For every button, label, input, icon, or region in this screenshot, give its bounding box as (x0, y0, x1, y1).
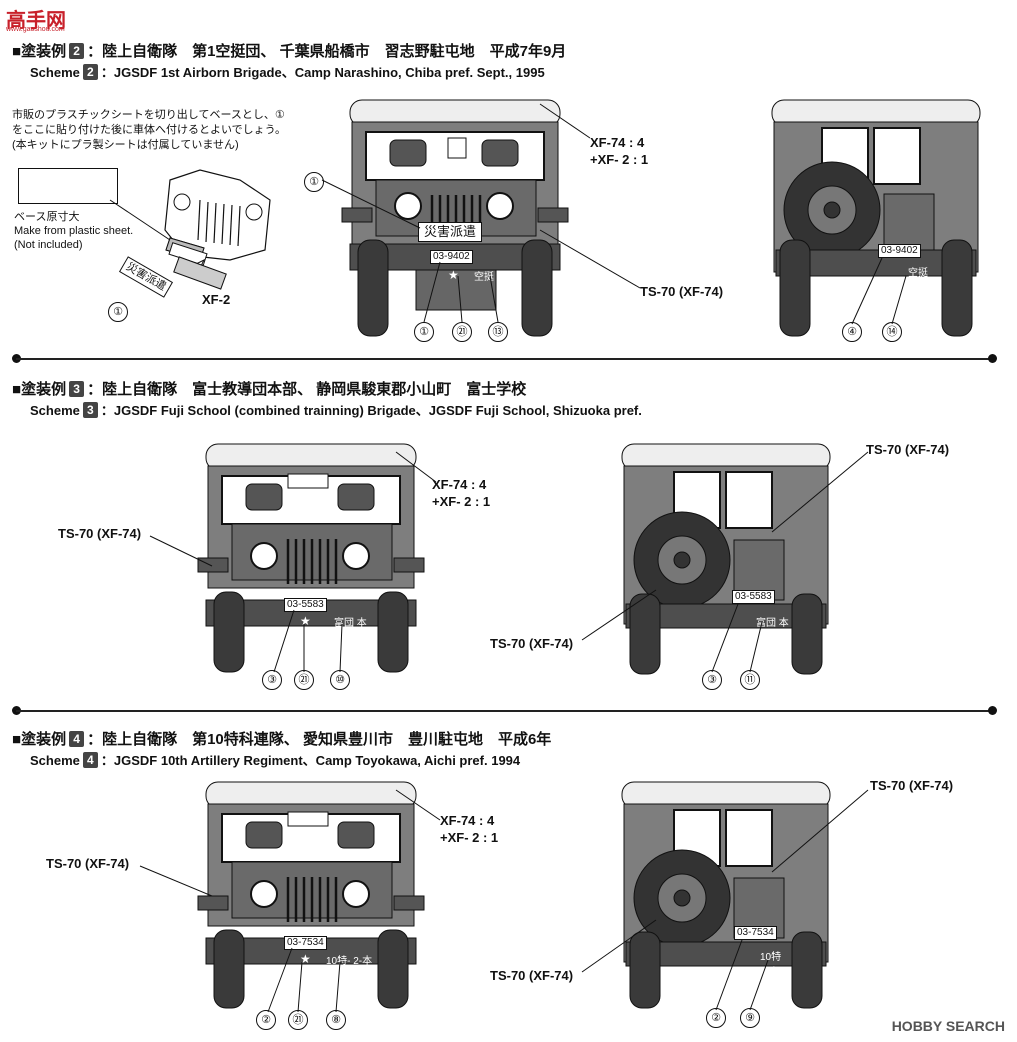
scheme-3-rear-view (621, 443, 831, 675)
scheme-2-rear-view (771, 99, 981, 337)
s2-front-sign: 災害派遣 (418, 222, 483, 242)
s4-star-icon: ★ (300, 952, 311, 966)
s2-callout-4-front: ① (414, 322, 434, 342)
s3-ts70-rear-bottom: TS-70 (XF-74) (490, 636, 574, 651)
s4-ts70-rear-bottom: TS-70 (XF-74) (490, 968, 574, 983)
s2-callout-4-rear: ④ (842, 322, 862, 342)
site-logo-url: www.gaoshou.com (6, 26, 65, 33)
s4-callout-9: ⑨ (740, 1008, 760, 1028)
s4-color-callout: XF-74 : 4+XF- 2 : 1 (440, 813, 499, 845)
separator-dot (988, 706, 997, 715)
s4-unit-rear: 10特 2-本 (760, 952, 782, 978)
s2-callout-21: ㉑ (452, 322, 472, 342)
s3-front-plate: 03-5583 (284, 598, 327, 612)
decal-note: 市販のプラスチックシートを切り出してベースとし、① をここに貼り付けた後に車体へ… (12, 109, 287, 151)
s4-callout-21: ㉑ (288, 1010, 308, 1030)
watermark-logo: HOBBY SEARCH (891, 1018, 1005, 1034)
s4-callout-2-rear: ② (706, 1008, 726, 1028)
s3-callout-3-front: ③ (262, 670, 282, 690)
scheme-4-front-view (197, 781, 425, 1009)
base-size-label: ベース原寸大 Make from plastic sheet. (Not inc… (14, 211, 134, 251)
s4-unit-front: 10特- 2-本 (326, 956, 373, 967)
s3-rear-plate: 03-5583 (732, 590, 775, 604)
s4-ts70-rear-top: TS-70 (XF-74) (870, 778, 954, 793)
s2-color-callout: XF-74 : 4+XF- 2 : 1 (590, 135, 649, 167)
s3-callout-11: ⑪ (740, 670, 760, 690)
s4-front-plate: 03-7534 (284, 936, 327, 950)
separator-2 (16, 710, 993, 712)
callout-1-note: ① (108, 302, 128, 322)
s3-ts70-front: TS-70 (XF-74) (58, 526, 142, 541)
s3-callout-3-rear: ③ (702, 670, 722, 690)
s4-ts70-front: TS-70 (XF-74) (46, 856, 130, 871)
xf2-label: XF-2 (202, 292, 231, 307)
separator-1 (16, 358, 993, 360)
s3-ts70-rear-top: TS-70 (XF-74) (866, 442, 950, 457)
scheme-3-front-view (197, 443, 425, 673)
s2-ts70-callout: TS-70 (XF-74) (640, 284, 724, 299)
s2-star-icon: ★ (448, 268, 459, 282)
s2-unit-rear: 空挺 一般 (908, 268, 928, 294)
s3-star-icon: ★ (300, 614, 311, 628)
s4-callout-8: ⑧ (326, 1010, 346, 1030)
s3-color-callout: XF-74 : 4+XF- 2 : 1 (432, 477, 491, 509)
s3-unit-rear: 富団 本 (756, 618, 789, 629)
s2-callout-14: ⑭ (882, 322, 902, 342)
s2-front-plate: 03-9402 (430, 250, 473, 264)
s4-rear-plate: 03-7534 (734, 926, 777, 940)
s3-unit-front: 富団 本 (334, 618, 367, 629)
separator-dot (988, 354, 997, 363)
s3-callout-21: ㉑ (294, 670, 314, 690)
scheme-4-rear-view (621, 781, 831, 1009)
s2-unit-front: 空挺 一般 (474, 272, 517, 283)
s2-callout-1: ① (304, 172, 324, 192)
site-logo: 高手网 (6, 10, 66, 32)
grille-detail-sketch (164, 169, 271, 290)
s3-callout-10: ⑩ (330, 670, 350, 690)
s4-callout-2-front: ② (256, 1010, 276, 1030)
s2-rear-plate: 03-9402 (878, 244, 921, 258)
s2-callout-13: ⑬ (488, 322, 508, 342)
base-size-box (18, 168, 118, 204)
